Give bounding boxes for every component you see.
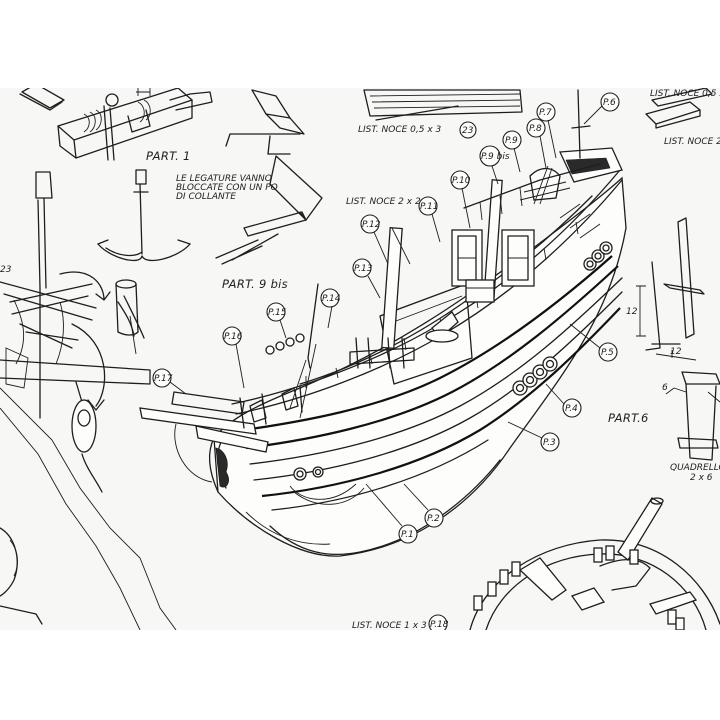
svg-text:P.13: P.13 [354,264,373,274]
rigging-ropes [174,227,411,505]
part-6-detail: 12 12 6 PART.6 QUADRELLO NOC 2 x 6 [608,217,720,483]
ship-model-plan: 6 PART. 1 LE LEGATURE VANNO BLOCCATE CON… [0,88,720,630]
direction-arrow [71,323,106,407]
part-9bis-label: PART. 9 bis [222,277,288,291]
dim-6: 6 [141,88,147,91]
svg-text:P.9 bis: P.9 bis [481,152,510,162]
note-line-1: LE LEGATURE VANNO [176,174,272,184]
callout-p5: P.5 [569,323,618,362]
quadrello-dim: 2 x 6 [690,473,713,483]
anchor-icon [97,169,191,261]
callout-p12: P.12 [360,214,389,265]
callout-p7: P.7 [536,102,557,159]
svg-text:P.7: P.7 [539,108,552,118]
svg-text:P.17: P.17 [154,374,173,384]
mast-tenon-detail [115,279,145,355]
note-line-3: DI COLLANTE [176,192,236,202]
dim-12-b: 12 [670,347,682,357]
deck-plank-panel: LIST. NOCE 0,5 x 3 23 [358,89,523,139]
callout-23-label: 23 [462,126,474,136]
part-1-label: PART. 1 [146,149,191,163]
svg-text:P.12: P.12 [362,220,381,230]
deck-fittings [239,89,601,429]
list-noce-05x3-b-note: LIST. NOCE 0,5 x 3 [650,89,720,99]
gun-ports [265,241,613,481]
callout-p3: P.3 [507,421,560,452]
list-noce-05x3-note: LIST. NOCE 0,5 x 3 [358,125,442,135]
callout-p8: P.8 [526,118,547,169]
ship-hull [139,147,627,557]
callout-p13: P.13 [352,258,381,299]
pulley-block-icon [0,381,177,630]
list-noce-2x2-note: LIST. NOCE 2 x 2 [346,197,421,207]
dim-12-a: 12 [626,307,638,317]
note-line-2: BLOCCATE CON UN PO [176,183,278,193]
callout-p2: P.2 [403,483,444,528]
callout-p18: P.18 [428,614,449,630]
dim-23: 23 [0,265,12,275]
callout-p11: P.11 [418,196,441,243]
callout-p6: P.6 [583,92,620,125]
callout-p1: P.1 [365,483,418,544]
svg-text:P.9: P.9 [505,136,518,146]
callout-p17: P.17 [152,368,187,395]
callout-p14: P.14 [320,288,341,329]
dim-6-b: 6 [662,383,668,393]
svg-text:P.14: P.14 [322,294,341,304]
svg-text:P.2: P.2 [427,514,440,524]
corner-batten [19,93,63,111]
svg-text:P.5: P.5 [601,348,614,358]
part-6-label: PART.6 [608,411,649,425]
list-noce-1x3-note: LIST. NOCE 1 x 3 [352,621,427,630]
svg-text:P.3: P.3 [543,438,556,448]
plank-parts-right: LIST. NOCE 0,5 x 3 LIST. NOCE 2 x 6 [645,88,720,147]
svg-text:P.11: P.11 [420,202,439,212]
svg-text:P.18: P.18 [430,620,449,630]
svg-text:P.1: P.1 [401,530,414,540]
svg-text:P.8: P.8 [529,124,542,134]
list-noce-2x6-note: LIST. NOCE 2 x 6 [664,137,720,147]
callout-p15: P.15 [266,302,287,339]
callout-p9bis: P.9 bis [479,145,510,185]
callout-p16: P.16 [222,326,245,389]
callout-p9: P.9 [502,130,522,173]
hull-edge-fragment [0,527,43,625]
callout-23 [459,121,477,139]
svg-text:P.16: P.16 [224,332,243,342]
callout-p10: P.10 [450,170,471,229]
capstan-ring-detail [469,497,720,630]
svg-text:P.4: P.4 [565,404,578,414]
top-rigging-detail: 23 [0,171,151,419]
svg-text:P.6: P.6 [603,98,616,108]
legature-note: LE LEGATURE VANNO BLOCCATE CON UN PO DI … [176,174,278,202]
svg-text:P.10: P.10 [452,176,471,186]
drawing-sheet: 6 PART. 1 LE LEGATURE VANNO BLOCCATE CON… [0,88,720,630]
part-callouts: P.1 P.2 P.3 P.4 P.5 P.6 P.7 P.8 P.9 P.9 … [152,92,620,630]
callout-p4: P.4 [545,383,582,418]
svg-text:P.15: P.15 [268,308,287,318]
quadrello-note: QUADRELLO NOC [670,463,720,473]
spar-lashing-detail: 6 [21,88,213,161]
block-detail [215,89,323,265]
